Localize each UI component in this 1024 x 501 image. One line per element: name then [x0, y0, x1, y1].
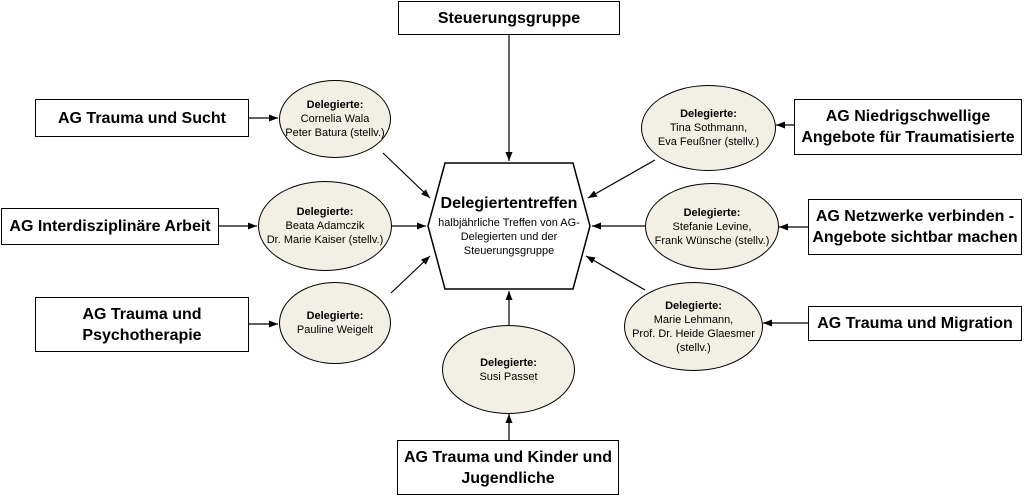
node-ag-kinder: AG Trauma und Kinder und Jugendliche — [397, 440, 619, 495]
node-ag-niedrigschwellig-label: AG Niedrigschwellige Angebote für Trauma… — [801, 108, 1015, 146]
node-ag-migration: AG Trauma und Migration — [808, 306, 1022, 341]
delegates-migration: Delegierte: Marie Lehmann, Prof. Dr. Hei… — [624, 282, 763, 371]
delegates-kinder-names: Susi Passet — [479, 370, 538, 383]
center-description: halbjährliche Treffen von AG- Delegierte… — [438, 217, 580, 257]
node-ag-sucht: AG Trauma und Sucht — [35, 99, 249, 137]
delegates-niedrigschwellig-heading: Delegierte: — [680, 108, 737, 120]
node-ag-netzwerke-label: AG Netzwerke verbinden - Angebote sichtb… — [812, 208, 1018, 246]
node-ag-kinder-label: AG Trauma und Kinder und Jugendliche — [403, 448, 612, 487]
node-ag-psychotherapie: AG Trauma und Psychotherapie — [35, 297, 249, 352]
node-steuerungsgruppe: Steuerungsgruppe — [398, 1, 620, 35]
arrow-psychotherapie-delegates-to-center — [390, 255, 431, 294]
delegates-niedrigschwellig-names: Tina Sothmann, Eva Feußner (stellv.) — [657, 122, 760, 148]
arrow-migration-delegates-to-center — [585, 255, 646, 291]
delegates-interdisziplinaer: Delegierte: Beata Adamczik Dr. Marie Kai… — [258, 181, 392, 271]
delegates-netzwerke-names: Stefanie Levine, Frank Wünsche (stellv.) — [654, 220, 770, 247]
node-ag-sucht-label: AG Trauma und Sucht — [57, 109, 226, 127]
node-steuerungsgruppe-label: Steuerungsgruppe — [437, 9, 581, 27]
delegates-sucht-heading: Delegierte: — [306, 99, 364, 111]
delegates-migration-heading: Delegierte: — [665, 299, 722, 312]
node-ag-niedrigschwellig: AG Niedrigschwellige Angebote für Trauma… — [794, 99, 1022, 155]
delegates-netzwerke-heading: Delegierte: — [683, 206, 741, 219]
center-title: Delegiertentreffen — [440, 195, 578, 212]
node-ag-psychotherapie-label: AG Trauma und Psychotherapie — [82, 305, 202, 344]
delegates-migration-names: Marie Lehmann, Prof. Dr. Heide Glaesmer … — [632, 313, 755, 354]
delegates-psychotherapie-heading: Delegierte: — [306, 310, 364, 322]
node-ag-interdisziplinaer: AG Interdisziplinäre Arbeit — [1, 208, 219, 245]
delegates-netzwerke: Delegierte: Stefanie Levine, Frank Wünsc… — [645, 183, 779, 270]
delegates-sucht-names: Cornelia Wala Peter Batura (stellv.) — [285, 113, 385, 139]
delegates-niedrigschwellig: Delegierte: Tina Sothmann, Eva Feußner (… — [641, 85, 776, 171]
delegates-kinder-heading: Delegierte: — [480, 356, 537, 369]
arrow-sucht-delegates-to-center — [382, 152, 431, 199]
delegates-interdisziplinaer-heading: Delegierte: — [296, 206, 354, 218]
node-delegiertentreffen: Delegiertentreffen halbjährliche Treffen… — [428, 163, 590, 289]
delegates-kinder: Delegierte: Susi Passet — [442, 325, 575, 414]
delegates-psychotherapie: Delegierte: Pauline Weigelt — [279, 282, 391, 364]
node-ag-netzwerke: AG Netzwerke verbinden - Angebote sichtb… — [808, 199, 1022, 255]
delegates-interdisziplinaer-names: Beata Adamczik Dr. Marie Kaiser (stellv.… — [266, 220, 384, 246]
delegiertentreffen-hexagon-shape — [427, 162, 591, 290]
arrow-niedrigschwellig-delegates-to-center — [587, 159, 656, 199]
node-ag-interdisziplinaer-label: AG Interdisziplinäre Arbeit — [9, 218, 211, 235]
delegates-psychotherapie-names: Pauline Weigelt — [296, 324, 374, 336]
node-ag-migration-label: AG Trauma und Migration — [817, 315, 1013, 332]
delegates-sucht: Delegierte: Cornelia Wala Peter Batura (… — [279, 80, 391, 158]
